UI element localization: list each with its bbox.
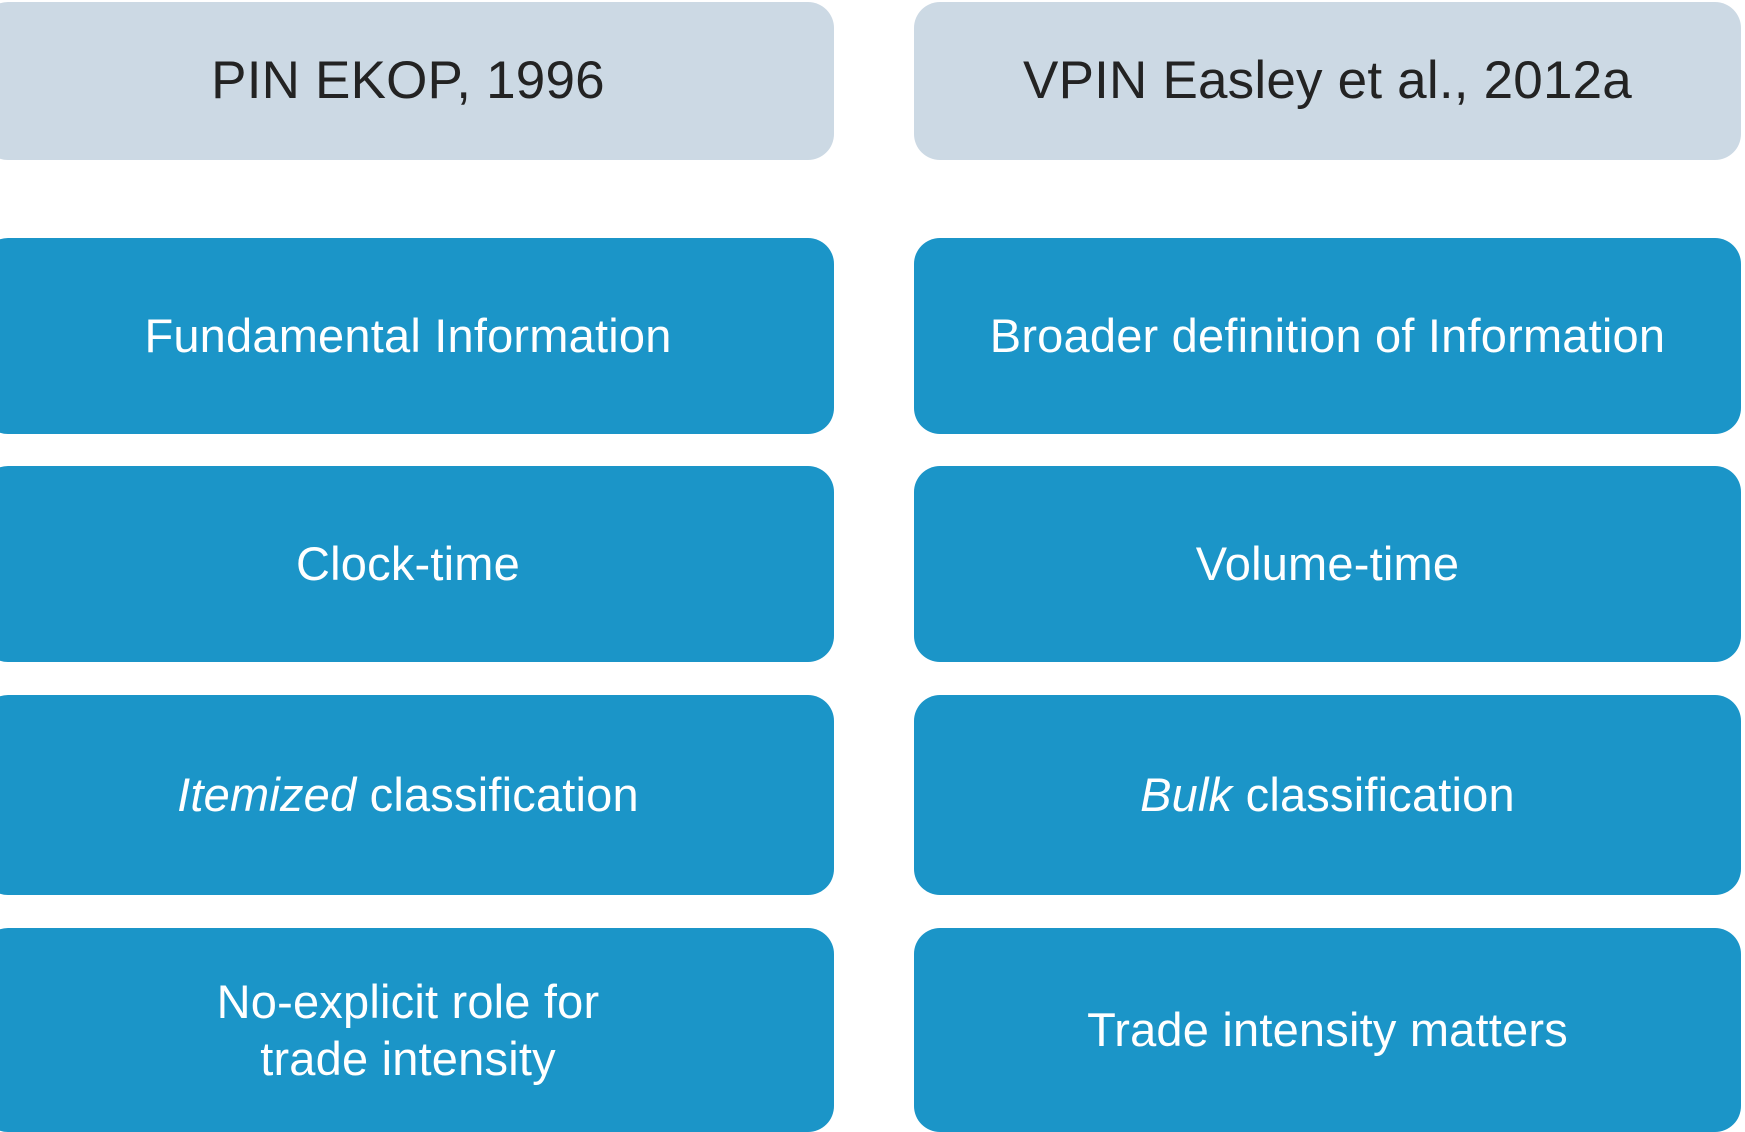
box-pin-time[interactable]: Clock-time [0,466,834,662]
box-vpin-time[interactable]: Volume-time [914,466,1741,662]
box-pin-information[interactable]: Fundamental Information [0,238,834,434]
box-vpin-time-label: Volume-time [1195,537,1460,591]
box-pin-classification-label: Itemized classification [177,766,639,823]
box-vpin-classification-rest: classification [1232,768,1515,822]
box-pin-trade-intensity-line-2: trade intensity [260,1032,556,1085]
box-pin-classification-emphasis: Itemized [177,768,357,822]
box-vpin-information[interactable]: Broader definition of Information [914,238,1741,434]
box-pin-classification[interactable]: Itemized classification [0,695,834,895]
column-pin: PIN EKOP, 1996 Fundamental Information C… [0,0,834,1132]
box-vpin-classification[interactable]: Bulk classification [914,695,1741,895]
box-vpin-classification-emphasis: Bulk [1140,768,1233,822]
box-vpin-information-label: Broader definition of Information [989,309,1666,363]
column-header-pin: PIN EKOP, 1996 [0,2,834,160]
box-pin-time-label: Clock-time [296,537,520,591]
box-vpin-trade-intensity[interactable]: Trade intensity matters [914,928,1741,1132]
column-header-vpin-label: VPIN Easley et al., 2012a [1023,50,1632,110]
box-vpin-classification-label: Bulk classification [1140,766,1515,823]
box-pin-trade-intensity-line-1: No-explicit role for [216,974,600,1028]
column-vpin: VPIN Easley et al., 2012a Broader defini… [914,0,1741,1132]
box-pin-information-label: Fundamental Information [144,309,672,363]
box-vpin-trade-intensity-label: Trade intensity matters [1087,1003,1568,1057]
column-header-vpin: VPIN Easley et al., 2012a [914,2,1741,160]
box-pin-classification-rest: classification [356,768,639,822]
column-header-pin-label: PIN EKOP, 1996 [211,50,605,110]
